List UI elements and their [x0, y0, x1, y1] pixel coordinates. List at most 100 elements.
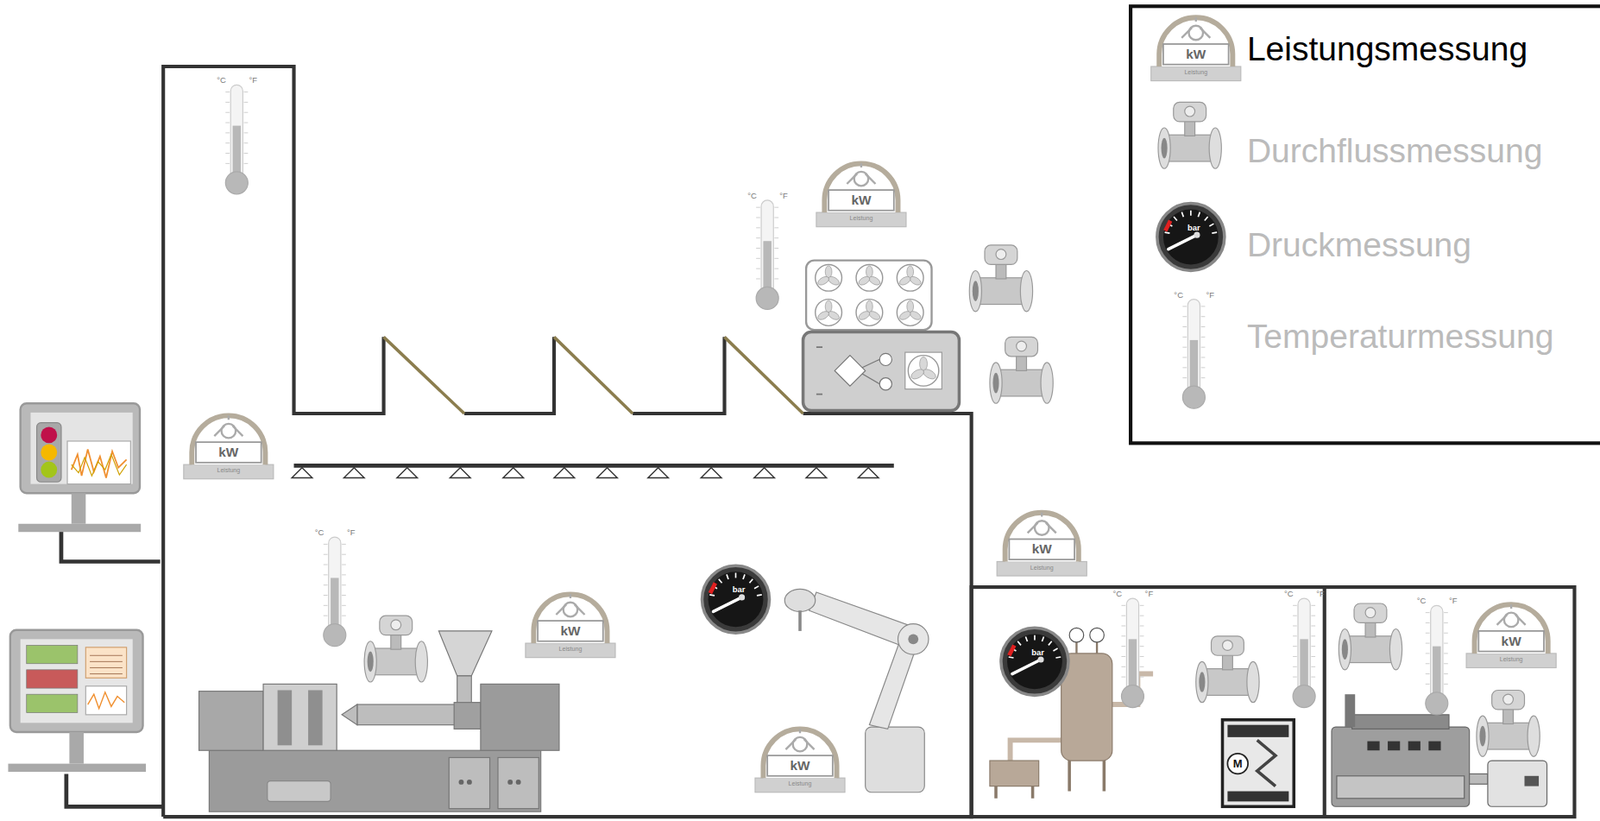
machine-base [208, 749, 541, 812]
legend-text: Leistungsmessung [1247, 31, 1528, 66]
gauge-tick [1211, 232, 1217, 234]
gauge-tick [756, 594, 763, 596]
shaft [1469, 773, 1488, 784]
gauge-tick [1055, 656, 1061, 658]
meter-dome [1159, 17, 1233, 67]
rail-support [343, 467, 365, 479]
flow-bore [367, 651, 374, 673]
gauge-hub [1037, 655, 1044, 662]
gauge-needle [1012, 659, 1041, 675]
vent [1387, 741, 1400, 751]
fan-blade [909, 367, 926, 382]
flow-bore [1341, 638, 1349, 660]
vent [1428, 741, 1441, 751]
scale-tick [1292, 624, 1298, 626]
fan-blade [919, 356, 928, 371]
fan-blade [816, 309, 831, 322]
flow-bore [972, 280, 979, 302]
flow-flange [969, 270, 982, 312]
fan-blade [867, 309, 882, 322]
fan-blade [866, 265, 874, 278]
meter-display [767, 755, 833, 776]
scale-tick [755, 247, 761, 249]
gauge-unit: bar [1187, 223, 1201, 232]
scale-tick [225, 142, 230, 144]
rail-support [503, 467, 524, 479]
gauge-unit: bar [732, 585, 746, 594]
table-panel [85, 647, 126, 678]
scale-tick [1140, 676, 1145, 678]
flow-flange [1209, 127, 1222, 169]
drive-unit [480, 683, 560, 750]
scale-tick [1140, 615, 1145, 617]
scale-tick [1121, 604, 1126, 606]
gauge-hub [1193, 232, 1200, 239]
rail-support [449, 467, 471, 479]
valve [879, 377, 892, 391]
gauge-tick [1173, 216, 1178, 221]
flow-pipe [1164, 134, 1216, 162]
flow-flange [1389, 629, 1402, 670]
scale-tick [244, 122, 249, 124]
scale-tick [1121, 635, 1126, 637]
table-row [89, 655, 123, 656]
door-knob [507, 779, 513, 785]
scale-tick [1425, 683, 1430, 685]
status-bar [26, 669, 78, 688]
gauge-hub [738, 593, 745, 600]
door-knob [516, 779, 522, 785]
fan-ring [896, 264, 924, 291]
gauge-face [1007, 633, 1063, 689]
scale-tick [1182, 366, 1187, 368]
gauge-face [708, 571, 764, 627]
scale-tick [774, 247, 779, 249]
scale-tick [244, 112, 249, 114]
fan-ring [815, 299, 843, 327]
meter-display [1008, 538, 1075, 560]
unit-celsius: °C [747, 191, 757, 200]
annex-divider [1322, 586, 1327, 817]
scale-tick [1292, 615, 1298, 617]
meter-dome [1005, 512, 1079, 562]
unit-fahrenheit: °F [1206, 290, 1216, 299]
tank-leg [1069, 760, 1104, 791]
scale-tick [1201, 326, 1206, 328]
scale-tick [1425, 622, 1430, 624]
thermometer-tube [328, 536, 341, 633]
meter-unit: kW [850, 193, 871, 207]
meter-caption: Leistung [1030, 565, 1054, 572]
robot-joint [898, 623, 929, 655]
scale-tick [755, 226, 761, 228]
scale-tick [244, 163, 249, 164]
motor-symbol [1227, 753, 1248, 775]
mould [263, 683, 337, 750]
fan-blade [826, 309, 841, 322]
rail-support [597, 467, 618, 479]
rail-support [291, 467, 313, 479]
scale-tick [1310, 615, 1316, 617]
generator-top [1352, 714, 1449, 730]
gauge-stem [1096, 641, 1098, 654]
chart-panel [67, 440, 131, 485]
fan-ring [856, 264, 883, 291]
scale-tick [1443, 683, 1449, 685]
unit-celsius: °C [1284, 589, 1294, 598]
flow-flange [1247, 661, 1260, 702]
gauge-rim [1157, 202, 1225, 271]
table-row [89, 661, 123, 662]
light-green [40, 461, 57, 479]
scale-tick [1182, 377, 1187, 378]
scale-tick [774, 217, 779, 219]
scale-tick [225, 132, 230, 133]
scale-tick [1310, 604, 1316, 606]
unit-fahrenheit: °F [1448, 597, 1458, 605]
flow-flange [364, 641, 377, 682]
scale-tick [1292, 604, 1298, 606]
flow-display [995, 249, 1007, 260]
scale-tick [1443, 673, 1449, 675]
rail-support [754, 467, 775, 479]
drive-belt [1257, 739, 1276, 786]
thermometer-tube [230, 84, 243, 181]
gauge-tick [718, 579, 723, 584]
